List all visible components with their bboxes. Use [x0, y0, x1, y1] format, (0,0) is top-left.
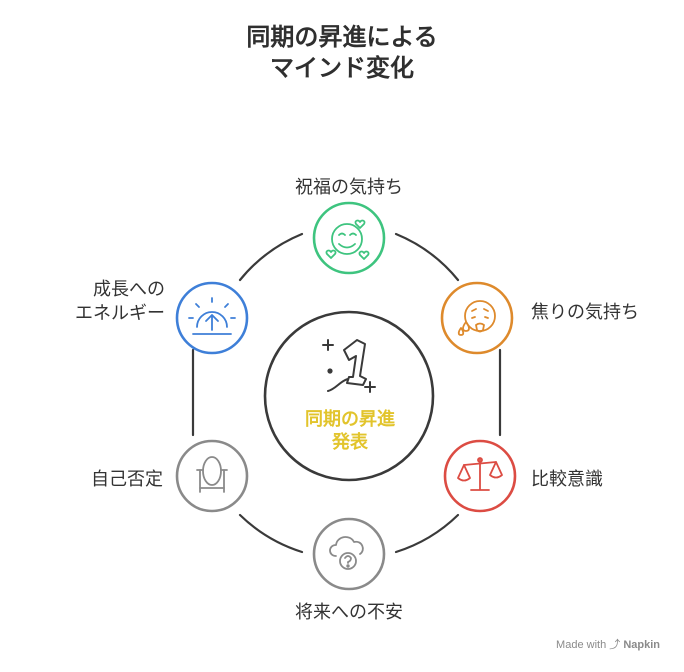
center-label: 同期の昇進 発表 — [268, 408, 432, 454]
label-growth: 成長への エネルギー — [55, 278, 165, 326]
center-label-line-1: 同期の昇進 — [305, 409, 395, 430]
napkin-logo-icon: ⤴ — [609, 639, 621, 651]
smiling-face-hearts-icon — [325, 219, 370, 260]
node-impatience — [440, 281, 514, 355]
node-celebration — [312, 201, 386, 275]
ring-segment — [238, 513, 304, 554]
label-self-denial: 自己否定 — [91, 469, 163, 490]
ring-segment — [394, 513, 460, 554]
node-growth — [175, 281, 249, 355]
cycle-ring — [191, 232, 502, 554]
cloud-question-icon — [329, 536, 364, 570]
label-impatience: 焦りの気持ち — [531, 302, 639, 323]
title-line-1: 同期の昇進による — [246, 23, 438, 51]
balance-scale-icon — [457, 457, 503, 491]
page-title: 同期の昇進による マインド変化 — [0, 22, 684, 84]
label-anxiety: 将来への不安 — [295, 602, 403, 623]
sweating-face-tongue-icon — [457, 300, 496, 336]
node-comparison — [443, 439, 517, 513]
node-self-denial — [175, 439, 249, 513]
label-celebration: 祝福の気持ち — [295, 177, 403, 198]
credit-prefix: Made with — [556, 639, 607, 651]
center-label-line-2: 発表 — [332, 432, 368, 453]
label-comparison: 比較意識 — [531, 469, 603, 490]
title-line-2: マインド変化 — [270, 54, 414, 82]
napkin-credit[interactable]: Made with ⤴ Napkin — [556, 636, 660, 652]
label-growth-line-1: 成長への — [93, 279, 165, 300]
sunrise-arrow-icon — [188, 297, 236, 335]
mirror-icon — [196, 456, 228, 493]
ring-segment — [238, 232, 304, 282]
center-circle — [263, 310, 435, 482]
ring-segment — [394, 232, 460, 282]
number-one-sparkle-icon — [322, 339, 376, 393]
label-growth-line-2: エネルギー — [75, 303, 165, 324]
node-anxiety — [312, 517, 386, 591]
credit-brand: Napkin — [623, 639, 660, 651]
